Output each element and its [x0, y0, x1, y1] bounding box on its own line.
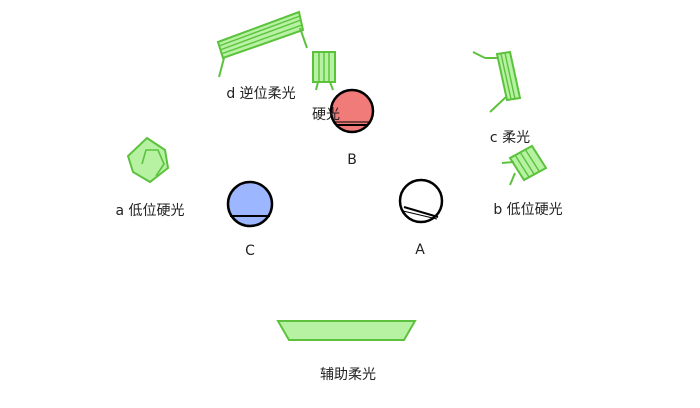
subject-b-icon [329, 88, 375, 134]
a-low-hard-label: a 低位硬光 [115, 203, 185, 219]
fill-soft-label: 辅助柔光 [320, 367, 376, 383]
d-backlight-soft-light-icon [216, 10, 308, 78]
subject-a-icon [398, 178, 444, 224]
a-low-hard-light-icon [126, 136, 170, 184]
subject-a-label: A [415, 242, 425, 258]
d-backlight-soft-label: d 逆位柔光 [226, 86, 296, 102]
c-soft-light-icon [472, 50, 522, 113]
c-soft-label: c 柔光 [489, 130, 531, 146]
hard-light-top-label: 硬光 [312, 107, 340, 123]
subject-c-icon [226, 180, 274, 228]
hard-light-top-icon [312, 51, 336, 91]
fill-soft-light-icon [276, 320, 417, 341]
subject-c-label: C [245, 243, 255, 259]
b-low-hard-light-icon [501, 144, 548, 186]
subject-b-label: B [347, 152, 357, 168]
b-low-hard-label: b 低位硬光 [493, 202, 563, 218]
